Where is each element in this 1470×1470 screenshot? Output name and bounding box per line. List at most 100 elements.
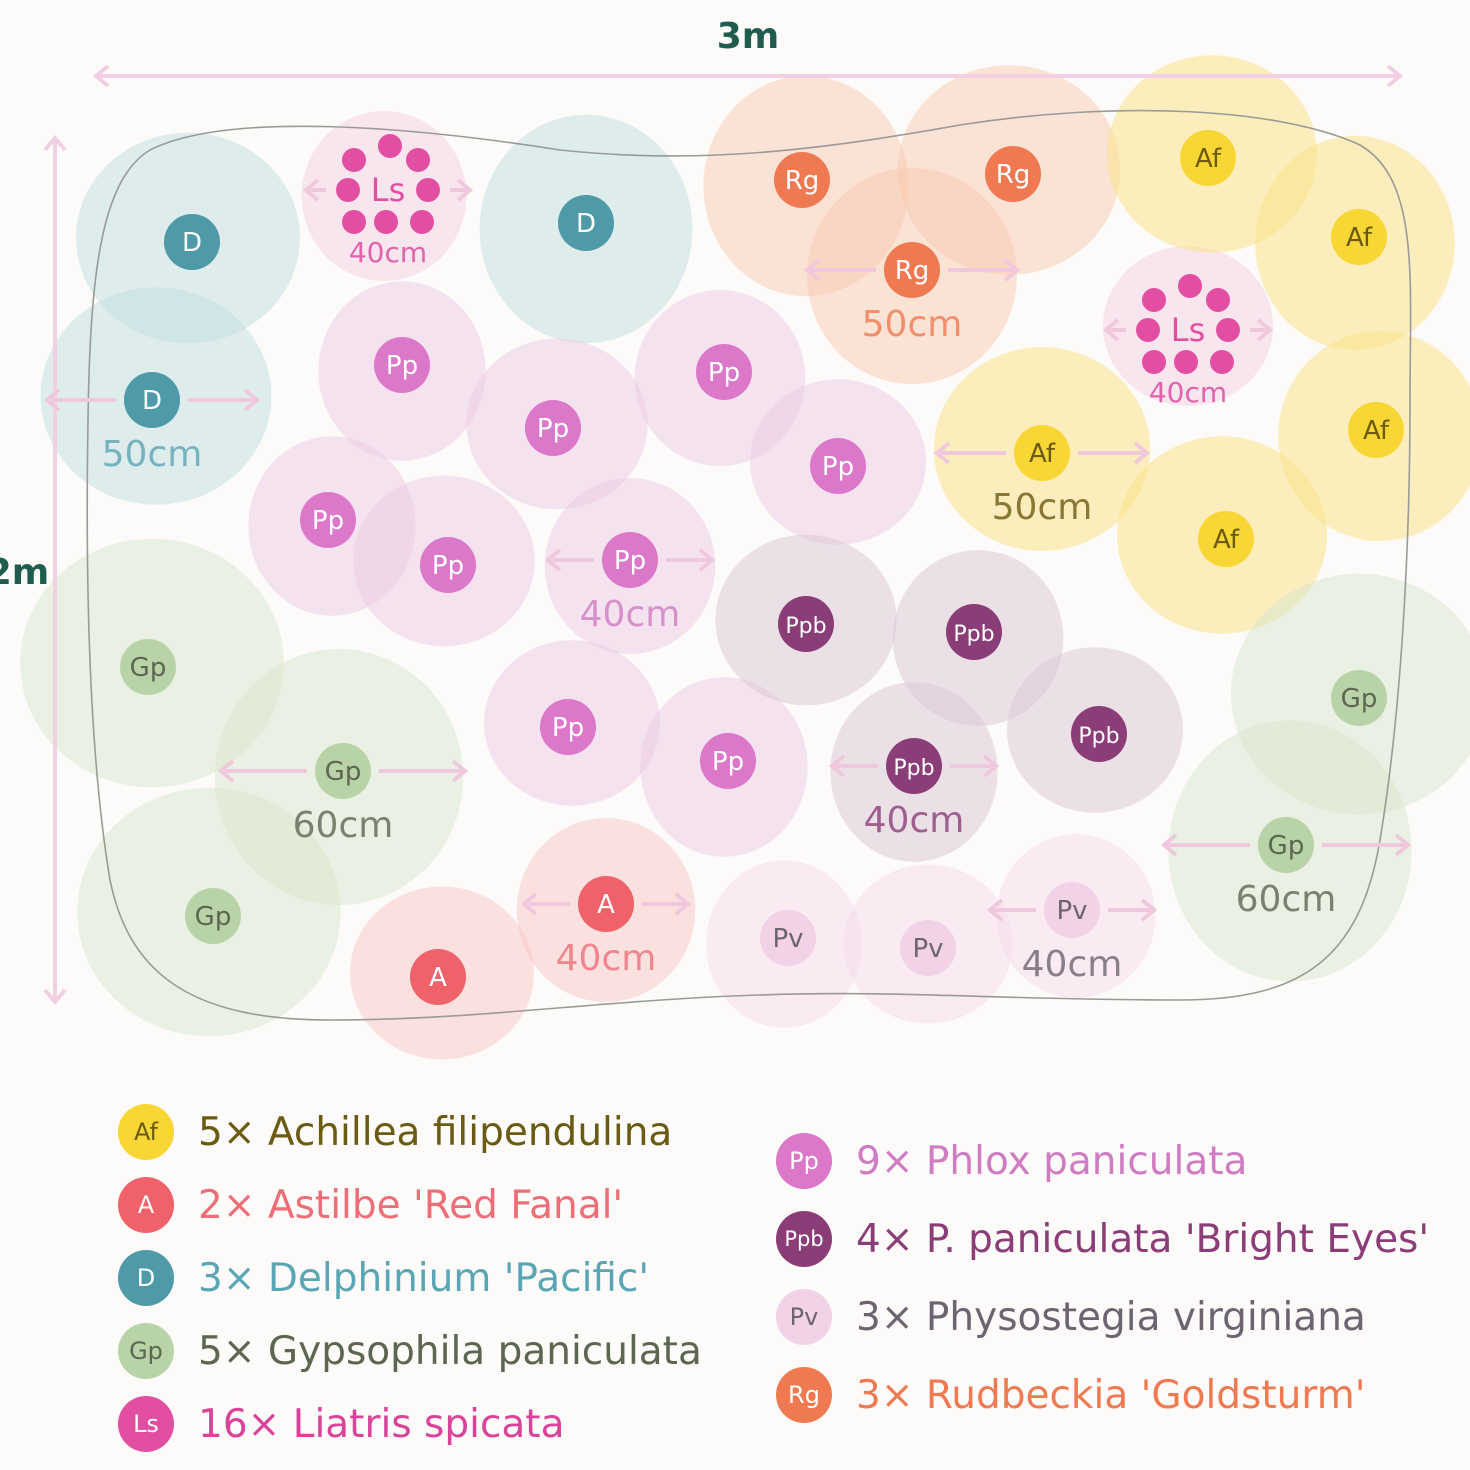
width-arrow-left-icon: [92, 64, 110, 88]
plant-code-label: Ppb: [893, 756, 934, 781]
plant-code-label: A: [429, 963, 447, 993]
legend-species-name: Achillea filipendulina: [267, 1109, 673, 1155]
legend-item: Pv 3× Physostegia virginiana: [776, 1289, 1366, 1345]
plant-code-label: Gp: [195, 902, 232, 932]
plant-code-label: Rg: [895, 256, 930, 286]
plant-code-label: Ppb: [1078, 724, 1119, 749]
plant-code-label: Pp: [552, 713, 584, 743]
liatris-dot-icon: [1210, 350, 1234, 374]
legend-label: 3× Physostegia virginiana: [856, 1295, 1366, 1340]
spread-arrow-icon: [1102, 318, 1274, 342]
plant-badge: [1014, 425, 1070, 481]
plant-code-label: Af: [1363, 416, 1390, 446]
plant-code-label: Pp: [537, 414, 569, 444]
spread-arrow-icon: [1160, 833, 1412, 857]
plant-code-label: Af: [1213, 525, 1240, 555]
legend-species-name: P. paniculata 'Bright Eyes': [925, 1216, 1430, 1262]
liatris-dot-icon: [1142, 288, 1166, 312]
legend-label: 9× Phlox paniculata: [856, 1139, 1247, 1184]
plant-badge: [696, 344, 752, 400]
spread-label: 50cm: [102, 434, 203, 475]
plant-code-label: Pp: [712, 747, 744, 777]
legend-item: A 2× Astilbe 'Red Fanal': [118, 1177, 623, 1233]
plant-badge: [602, 532, 658, 588]
plant-code-label: D: [182, 228, 202, 258]
dimension-markers: 3m 2m: [0, 16, 1404, 1006]
plant-badge: [1348, 402, 1404, 458]
legend-badge: Af: [118, 1104, 174, 1160]
legend-count: 2×: [198, 1182, 256, 1228]
legend-badge: Rg: [776, 1367, 832, 1423]
plant-badge: [1331, 670, 1387, 726]
plant-badge: [810, 438, 866, 494]
spread-arrow-icon: [302, 178, 474, 202]
plant-code-label: Pp: [614, 546, 646, 576]
legend-badge: Ppb: [776, 1211, 832, 1267]
garden-bed-plan: 3m 2m 50cm40cm40cm50cm50cm40cm40cm60cm60…: [0, 16, 1470, 1060]
plant-code-label: Ppb: [953, 622, 994, 647]
plant-code-label: A: [597, 890, 615, 920]
spread-label: 40cm: [1022, 944, 1123, 985]
plant-badge: [578, 876, 634, 932]
liatris-dot-icon: [410, 210, 434, 234]
legend-item: Rg 3× Rudbeckia 'Goldsturm': [776, 1367, 1365, 1423]
plant-badge: [884, 242, 940, 298]
legend-label: 3× Rudbeckia 'Goldsturm': [856, 1373, 1365, 1418]
spread-label: 60cm: [1236, 879, 1337, 920]
spread-label: 60cm: [293, 805, 394, 846]
liatris-dot-icon: [1178, 274, 1202, 298]
legend-count: 4×: [856, 1216, 914, 1262]
spread-arrow-icon: [520, 892, 692, 916]
plant-code-label: Af: [1346, 223, 1373, 253]
legend-badge: Pv: [776, 1289, 832, 1345]
plant-badge: [300, 492, 356, 548]
liatris-dot-icon: [342, 210, 366, 234]
legend-item: Pp 9× Phlox paniculata: [776, 1133, 1247, 1189]
spread-arrow-icon: [803, 258, 1021, 282]
legend-badge: Gp: [118, 1323, 174, 1379]
legend-species-name: Gypsophila paniculata: [267, 1328, 702, 1374]
plant-code-label: Rg: [785, 166, 820, 196]
plant-badge: [410, 949, 466, 1005]
legend-species-name: Rudbeckia 'Goldsturm': [925, 1372, 1366, 1418]
spread-arrow-icon: [828, 754, 1000, 778]
height-arrow-bottom-icon: [43, 988, 67, 1006]
plant-badge: [185, 888, 241, 944]
spread-arrow-icon: [544, 548, 716, 572]
liatris-dot-icon: [1216, 318, 1240, 342]
legend-label: 2× Astilbe 'Red Fanal': [198, 1183, 623, 1228]
plant-code-label: Pp: [822, 452, 854, 482]
plant-code-label: Af: [1195, 144, 1222, 174]
plant-code-label: D: [576, 209, 596, 239]
plant-badge: [700, 733, 756, 789]
spread-label: 40cm: [556, 938, 657, 979]
height-dimension-label: 2m: [0, 552, 49, 593]
plant-badge: [1071, 706, 1127, 762]
spread-arrow-icon: [986, 898, 1158, 922]
width-arrow-right-icon: [1386, 64, 1404, 88]
plant-badge: [946, 604, 1002, 660]
plant-code-label: Gp: [1341, 684, 1378, 714]
plant-badge: [1258, 817, 1314, 873]
legend-species-name: Astilbe 'Red Fanal': [267, 1182, 624, 1228]
legend-count: 9×: [856, 1138, 914, 1184]
legend-badge: Pp: [776, 1133, 832, 1189]
plant-code-label: Pv: [1056, 896, 1087, 926]
spread-arrow-icon: [933, 441, 1151, 465]
plant-code-label: Ls: [1171, 311, 1206, 349]
spread-label: 40cm: [580, 594, 681, 635]
liatris-dot-icon: [1142, 350, 1166, 374]
plant-code-label: Pp: [708, 358, 740, 388]
legend-species-name: Phlox paniculata: [925, 1138, 1248, 1184]
legend-label: 4× P. paniculata 'Bright Eyes': [856, 1217, 1429, 1262]
plant-code-label: Rg: [996, 160, 1031, 190]
legend-count: 3×: [856, 1372, 914, 1418]
legend-badge: A: [118, 1177, 174, 1233]
plant-badge: [525, 400, 581, 456]
liatris-dot-icon: [378, 134, 402, 158]
